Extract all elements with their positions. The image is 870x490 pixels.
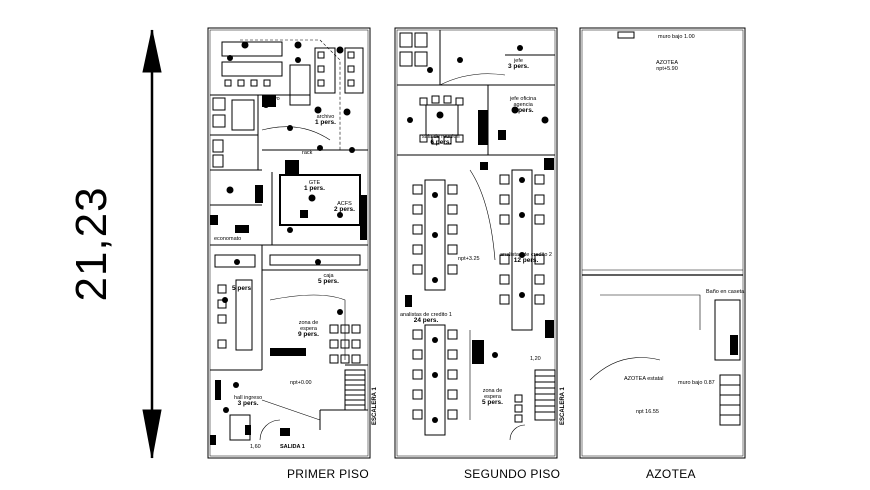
acfs-capacity: 2 pers. xyxy=(334,206,355,213)
jefe-name: jefe xyxy=(514,58,523,64)
hall-capacity: 3 pers. xyxy=(237,400,259,407)
height-dimension-label: 21,23 xyxy=(67,186,116,302)
room-label-rack: rack xyxy=(302,150,313,156)
stair-label-primer: ESCALERA 1 xyxy=(372,387,378,425)
caja-capacity: 5 pers. xyxy=(318,278,339,285)
analistas-2-name: analistas de credito 2 xyxy=(500,252,552,258)
primer-piso-solid-elements xyxy=(210,41,367,445)
sala-reunion-name: sala de reunion xyxy=(422,134,460,140)
zona-espera-capacity: 9 pers. xyxy=(298,331,319,338)
label-azotea-estatal: AZOTEA estatal xyxy=(624,376,664,382)
segundo-piso-plan xyxy=(394,27,558,459)
zona-espera-line2: espera xyxy=(300,326,317,332)
gte-capacity: 1 pers. xyxy=(304,185,325,192)
room-label-archivo-top: archivo xyxy=(262,96,280,102)
label-muro-bajo: muro bajo 1.00 xyxy=(658,34,695,40)
label-muro-bajo-2: muro bajo 0.87 xyxy=(678,380,715,386)
azotea-level-top: npt+5.90 xyxy=(656,66,678,72)
jefe-oficina-capacity: 1 pers. xyxy=(512,107,534,114)
label-bano: Baño en caseta xyxy=(706,289,745,295)
zona-espera-line1: zona de xyxy=(298,320,319,326)
dimension-small-segundo: 1,20 xyxy=(530,356,541,362)
zona-a-capacity: 5 pers. xyxy=(232,285,253,292)
azotea-solid-elements xyxy=(730,335,738,355)
level-label-azotea: npt 16.55 xyxy=(636,409,659,415)
azotea-plan xyxy=(579,27,746,459)
vertical-dimension-line xyxy=(142,29,162,459)
jefe-oficina-line2: agencia xyxy=(513,102,533,108)
analistas-1-name: analistas de credito 1 xyxy=(400,312,452,318)
jefe-oficina-name: jefe oficina xyxy=(510,96,537,102)
zona-espera-2-capacity: 5 pers. xyxy=(482,399,503,406)
level-label-segundo: npt+3.25 xyxy=(458,256,480,262)
plan-title-primer-piso: PRIMER PISO xyxy=(287,467,369,481)
gte-name: GTE xyxy=(308,180,321,186)
jefe-capacity: 3 pers. xyxy=(508,63,529,70)
acfs-name: ACFS xyxy=(337,201,352,207)
dimension-small-primer: 1,60 xyxy=(250,444,261,450)
plan-title-azotea: AZOTEA xyxy=(646,467,696,481)
archivo-name: archivo xyxy=(316,114,335,120)
room-label-economato: economato xyxy=(214,236,242,242)
room-label-zona-a: 5 pers. xyxy=(232,285,253,292)
analistas-1-capacity: 24 pers. xyxy=(413,317,439,324)
azotea-name: AZOTEA xyxy=(656,60,679,66)
caja-name: caja xyxy=(323,273,334,279)
stair-label-segundo: ESCALERA 1 xyxy=(560,387,566,425)
plan-title-segundo-piso: SEGUNDO PISO xyxy=(464,467,561,481)
zona-espera-2-line1: zona de xyxy=(482,388,503,394)
segundo-piso-solid-elements xyxy=(405,45,554,423)
analistas-2-capacity: 12 pers. xyxy=(513,257,539,264)
exit-label: SALIDA 1 xyxy=(280,444,305,450)
archivo-capacity: 1 pers. xyxy=(315,119,336,126)
level-label-primer: npt+0.00 xyxy=(290,380,312,386)
sala-reunion-capacity: 6 pers. xyxy=(430,139,452,146)
zona-espera-2-line2: espera xyxy=(484,394,501,400)
primer-piso-plan xyxy=(207,27,371,459)
hall-name: hall ingreso xyxy=(234,395,263,401)
